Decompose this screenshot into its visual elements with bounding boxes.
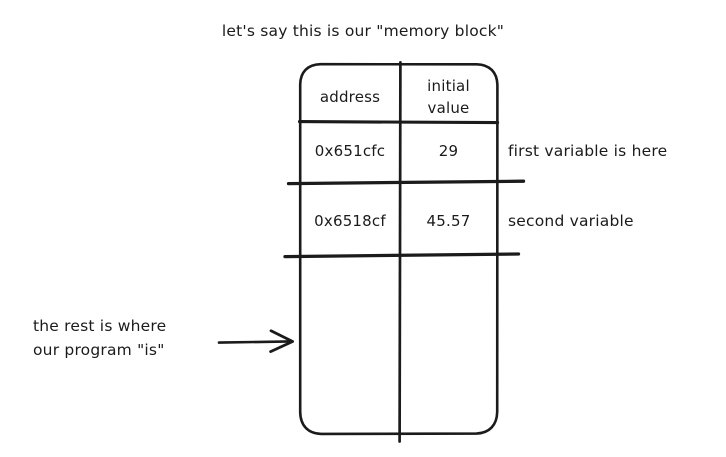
row-divider-2: [283, 252, 521, 259]
header-divider: [297, 120, 500, 125]
column-header-initial-value-line2: value: [427, 98, 470, 117]
table-row-2-value: 45.57: [426, 212, 471, 230]
table-row-2-address: 0x6518cf: [314, 212, 386, 230]
column-header-address: address: [319, 88, 381, 106]
annotation-first-variable: first variable is here: [508, 142, 668, 160]
row-divider-1: [286, 179, 526, 186]
right-arrow-icon: [269, 329, 294, 353]
annotation-rest-line2: our program "is": [33, 341, 165, 360]
table-row-1-address: 0x651cfc: [314, 142, 386, 160]
column-header-initial-value-line1: initial: [427, 77, 470, 95]
annotation-rest-of-program: the rest is where our program "is": [33, 314, 233, 362]
column-header-initial-value: initial value: [400, 76, 497, 120]
memory-block-outline: [298, 62, 499, 436]
annotation-second-variable: second variable: [508, 212, 634, 230]
diagram-title: let's say this is our "memory block": [221, 22, 505, 40]
annotation-rest-line1: the rest is where: [33, 317, 167, 335]
table-row-1-value: 29: [438, 142, 459, 160]
